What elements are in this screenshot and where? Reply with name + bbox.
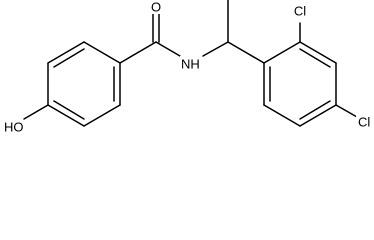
bond-ring-b-inner-1 <box>299 48 331 68</box>
para-chlorine-bg <box>356 114 374 130</box>
para-chlorine-label: Cl <box>358 115 370 130</box>
amide-nh-label: NH <box>181 57 200 72</box>
hydroxyphenyl-ring <box>47 41 121 127</box>
hydroxyl-label-bg <box>3 119 23 134</box>
bond-ring-b-4 <box>299 104 337 127</box>
hydroxyl-label: HO <box>4 120 24 135</box>
bond-ring-b-2 <box>299 41 337 64</box>
bond-ring-a-4 <box>47 104 85 127</box>
bond-ring-a-1 <box>83 41 121 64</box>
bond-carbonyl-to-nh <box>155 41 181 57</box>
bond-ring-b-5 <box>263 104 301 127</box>
bond-ring-to-carbonyl <box>119 41 157 64</box>
carbonyl-oxygen-label: O <box>151 0 161 15</box>
ortho-chlorine-label: Cl <box>294 4 306 19</box>
bond-ring-a-inner-1 <box>53 48 85 68</box>
bond-ring-a-inner-2 <box>53 100 85 120</box>
amide-nh-bg <box>180 56 202 72</box>
ortho-chlorine-bg <box>291 3 309 19</box>
bond-ring-b-inner-2 <box>299 100 331 120</box>
bond-ring-a-2 <box>47 41 85 64</box>
bond-nh-to-chiral-carbon <box>202 41 229 57</box>
bond-para-chlorine <box>335 104 358 118</box>
bond-ring-b-1 <box>263 41 301 64</box>
bond-phenol-oxygen <box>23 104 49 120</box>
bond-ring-a-5 <box>83 104 121 127</box>
chemical-structure: HO O NH Cl Cl <box>3 0 374 135</box>
carbonyl-oxygen-bg <box>148 0 164 14</box>
dichlorophenyl-ring <box>263 41 337 127</box>
bond-chiral-to-ring <box>227 41 265 64</box>
